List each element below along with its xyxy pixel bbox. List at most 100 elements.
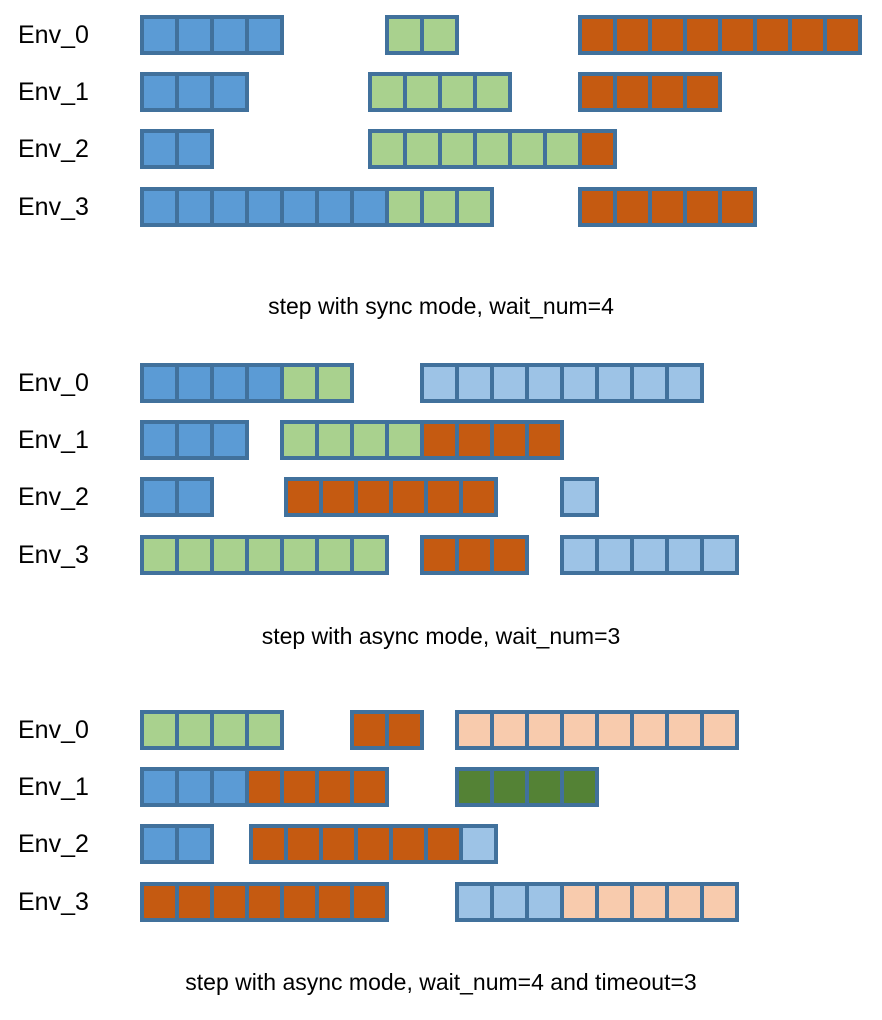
timeline-block — [140, 767, 389, 808]
timeline-cell-orange — [616, 76, 648, 109]
timeline-block — [385, 15, 459, 55]
timeline-block — [577, 15, 862, 55]
timeline-cell-orange — [581, 19, 613, 51]
timeline-cell-green — [354, 424, 385, 457]
timeline-cell-orange — [354, 885, 385, 918]
timeline-block — [367, 129, 617, 170]
timeline-block — [455, 881, 739, 922]
timeline-cell-peach — [599, 885, 630, 918]
timeline-cell-orange — [494, 538, 525, 571]
timeline-cell-orange — [427, 828, 459, 861]
timeline-cell-light-blue — [564, 367, 595, 399]
panel-caption: step with async mode, wait_num=3 — [261, 623, 621, 649]
env-row: Env_2 — [0, 823, 882, 865]
timeline-block — [140, 72, 249, 113]
timeline-block — [140, 534, 389, 575]
timeline-cell-orange — [424, 424, 455, 457]
timeline-cell-orange — [529, 424, 560, 457]
timeline-cell-green — [214, 538, 245, 571]
timeline-block — [140, 477, 214, 518]
timeline-cell-orange — [144, 885, 175, 918]
timeline-cell-orange — [287, 481, 319, 514]
timeline-cell-green — [441, 133, 473, 166]
timeline-cell-green — [406, 76, 438, 109]
timeline-cell-blue — [179, 367, 210, 399]
timeline-cell-blue — [319, 190, 350, 223]
timeline-block — [283, 477, 498, 518]
timeline-cell-light-blue — [462, 828, 494, 861]
timeline-cell-orange — [284, 885, 315, 918]
timeline-cell-light-blue — [564, 538, 595, 571]
timeline-cell-orange — [389, 714, 420, 746]
timeline-cell-orange — [494, 424, 525, 457]
timeline-cell-orange — [651, 76, 683, 109]
timeline-cell-light-blue — [599, 538, 630, 571]
timeline-block — [420, 363, 704, 403]
timeline-cell-green — [476, 76, 508, 109]
timeline-cell-blue — [179, 190, 210, 223]
timeline-cell-orange — [424, 538, 455, 571]
timeline-block — [140, 420, 249, 461]
timeline-cell-orange — [249, 771, 280, 804]
timeline-cell-light-blue — [634, 367, 665, 399]
timeline-cell-blue — [214, 424, 245, 457]
timeline-cell-orange — [459, 424, 490, 457]
timeline-cell-green — [354, 538, 385, 571]
timeline-cell-orange — [287, 828, 319, 861]
timeline-block — [560, 477, 599, 518]
timeline-cell-blue — [214, 19, 245, 51]
timeline-cell-orange — [826, 19, 858, 51]
timeline-cell-orange — [616, 19, 648, 51]
timeline-cell-orange — [721, 190, 753, 223]
timeline-cell-green — [284, 424, 315, 457]
timeline-cell-light-blue — [564, 481, 595, 514]
timeline-block — [248, 824, 498, 865]
timeline-cell-green — [249, 538, 280, 571]
timeline-cell-orange — [651, 190, 683, 223]
timeline-cell-blue — [214, 367, 245, 399]
timeline-cell-blue — [214, 76, 245, 109]
timeline-block — [577, 186, 757, 227]
env-label: Env_3 — [18, 192, 89, 221]
timeline-cell-green — [459, 190, 490, 223]
timeline-cell-blue — [144, 76, 175, 109]
timeline-block — [140, 824, 214, 865]
timeline-cell-peach — [564, 714, 595, 746]
timeline-cell-orange — [686, 76, 718, 109]
env-row: Env_1 — [0, 71, 882, 113]
timeline-block — [140, 881, 389, 922]
timeline-cell-green — [476, 133, 508, 166]
env-label: Env_1 — [18, 78, 89, 107]
timeline-cell-peach — [704, 885, 735, 918]
env-row: Env_3 — [0, 534, 882, 576]
timeline-cell-orange — [214, 885, 245, 918]
env-label: Env_0 — [18, 369, 89, 397]
timeline-cell-orange — [616, 190, 648, 223]
timeline-cell-blue — [214, 190, 245, 223]
timeline-cell-orange — [319, 885, 350, 918]
timeline-cell-light-blue — [459, 367, 490, 399]
timeline-cell-blue — [249, 367, 280, 399]
timeline-block — [577, 72, 722, 113]
timeline-cell-green — [179, 714, 210, 746]
timeline-cell-light-blue — [599, 367, 630, 399]
timeline-cell-green — [406, 133, 438, 166]
timeline-cell-orange — [179, 885, 210, 918]
timeline-cell-green — [214, 714, 245, 746]
timeline-cell-green — [319, 367, 350, 399]
timeline-block — [560, 534, 739, 575]
env-label: Env_0 — [18, 716, 89, 744]
timeline-cell-peach — [634, 885, 665, 918]
timeline-cell-blue — [179, 133, 210, 166]
timeline-cell-blue — [179, 481, 210, 514]
timeline-cell-green — [144, 714, 175, 746]
timeline-cell-green — [319, 424, 350, 457]
timeline-cell-blue — [144, 828, 175, 861]
timeline-cell-green — [511, 133, 543, 166]
timeline-cell-orange — [354, 771, 385, 804]
timeline-cell-green — [371, 133, 403, 166]
timeline-cell-orange — [392, 828, 424, 861]
timeline-cell-blue — [179, 424, 210, 457]
timeline-cell-light-blue — [494, 885, 525, 918]
timeline-cell-peach — [529, 714, 560, 746]
